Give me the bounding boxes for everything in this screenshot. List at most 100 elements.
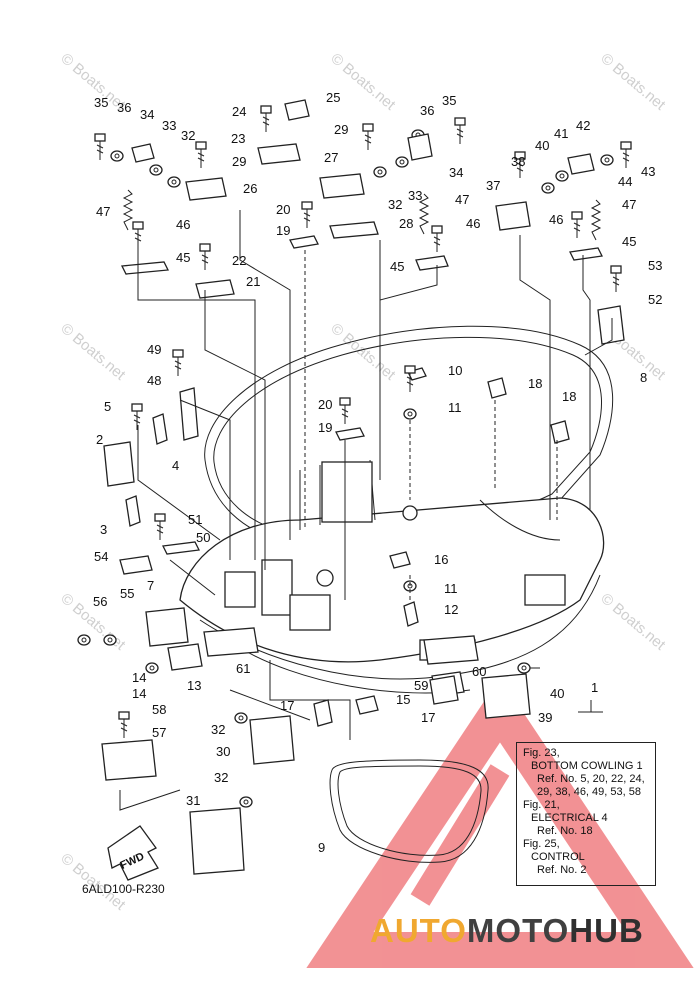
grommet-11 [403, 408, 417, 420]
callout-26: 26 [243, 181, 257, 196]
seal-9-inner [337, 765, 482, 856]
callout-56: 56 [93, 594, 107, 609]
callout-41: 41 [554, 126, 568, 141]
plate-45c [569, 247, 603, 261]
screw-43 [620, 141, 632, 168]
callout-61: 61 [236, 661, 250, 676]
plate-45 [120, 261, 170, 275]
collar-32d [239, 796, 253, 808]
callout-24: 24 [232, 104, 246, 119]
screw-46b [431, 225, 443, 252]
grommet-41 [555, 170, 569, 182]
callout-52: 52 [648, 292, 662, 307]
callout-43: 43 [641, 164, 655, 179]
callout-10: 10 [448, 363, 462, 378]
callout-20: 20 [318, 397, 332, 412]
reference-line: 29, 38, 46, 49, 53, 58 [537, 786, 641, 798]
watermark-text: © Boats.net [57, 320, 129, 384]
bracket-52 [597, 305, 625, 345]
callout-34: 34 [140, 107, 154, 122]
cover-60 [423, 635, 479, 665]
screw-29b [362, 123, 374, 150]
callout-46: 46 [549, 212, 563, 227]
screw-53 [610, 265, 622, 292]
screw-46c [571, 211, 583, 238]
callout-33: 33 [408, 188, 422, 203]
brand-part-auto: AUTO [370, 912, 467, 949]
clamp-18b [550, 420, 570, 444]
reference-line: Fig. 23, [523, 747, 560, 759]
callout-29: 29 [334, 122, 348, 137]
spring-47 [122, 189, 134, 231]
forward-arrow-icon [107, 825, 159, 881]
callout-37: 37 [486, 178, 500, 193]
collar-40b [517, 662, 531, 674]
clip-14 [145, 662, 159, 674]
screw-58 [118, 711, 130, 738]
clamp-17b [429, 675, 459, 705]
screw-20 [301, 201, 313, 228]
callout-17: 17 [280, 698, 294, 713]
callout-25: 25 [326, 90, 340, 105]
callout-17: 17 [421, 710, 435, 725]
clamp-18 [487, 377, 507, 399]
callout-60: 60 [472, 664, 486, 679]
lever-30 [249, 715, 295, 765]
clip-42 [567, 153, 595, 175]
seal-61 [203, 627, 259, 657]
screw-35 [94, 133, 106, 160]
callout-7: 7 [147, 578, 154, 593]
callout-35: 35 [442, 93, 456, 108]
reference-line: BOTTOM COWLING 1 [531, 760, 643, 772]
reference-line: Ref. No. 18 [537, 825, 593, 837]
callout-32: 32 [214, 770, 228, 785]
lever-31 [189, 807, 245, 875]
callout-58: 58 [152, 702, 166, 717]
callout-47: 47 [455, 192, 469, 207]
callout-5: 5 [104, 399, 111, 414]
bracket-57 [101, 739, 157, 781]
reference-line: CONTROL [531, 851, 585, 863]
screw-22 [199, 243, 211, 270]
bracket-34 [131, 143, 155, 163]
callout-23: 23 [231, 131, 245, 146]
callout-14: 14 [132, 686, 146, 701]
fwd-label: FWD [118, 850, 146, 871]
reference-line: Ref. No. 2 [537, 864, 587, 876]
callout-4: 4 [172, 458, 179, 473]
callout-8: 8 [640, 370, 647, 385]
spring-47b [418, 193, 430, 235]
holder-7 [145, 607, 189, 647]
washer-44 [600, 154, 614, 166]
callout-28: 28 [399, 216, 413, 231]
screw-29 [195, 141, 207, 168]
callout-47: 47 [622, 197, 636, 212]
collar-32c [234, 712, 248, 724]
callout-32: 32 [211, 722, 225, 737]
callout-40: 40 [550, 686, 564, 701]
callout-14: 14 [132, 670, 146, 685]
callout-47: 47 [96, 204, 110, 219]
callout-2: 2 [96, 432, 103, 447]
plate-4 [152, 413, 168, 445]
callout-32: 32 [388, 197, 402, 212]
callout-36: 36 [420, 103, 434, 118]
clip-25 [284, 99, 310, 121]
callout-55: 55 [120, 586, 134, 601]
reference-line: ELECTRICAL 4 [531, 812, 608, 824]
brand-triangle-logo [306, 677, 694, 968]
bottom-cowling-body [179, 325, 614, 694]
reference-line: Fig. 25, [523, 838, 560, 850]
callout-3: 3 [100, 522, 107, 537]
screw-38 [514, 151, 526, 178]
connector-16 [389, 551, 411, 569]
callout-15: 15 [396, 692, 410, 707]
callout-9: 9 [318, 840, 325, 855]
callout-44: 44 [618, 174, 632, 189]
callout-19: 19 [276, 223, 290, 238]
holder-37 [495, 201, 531, 231]
fwd-label-text: FWD [118, 850, 146, 871]
grommet-33 [149, 164, 163, 176]
